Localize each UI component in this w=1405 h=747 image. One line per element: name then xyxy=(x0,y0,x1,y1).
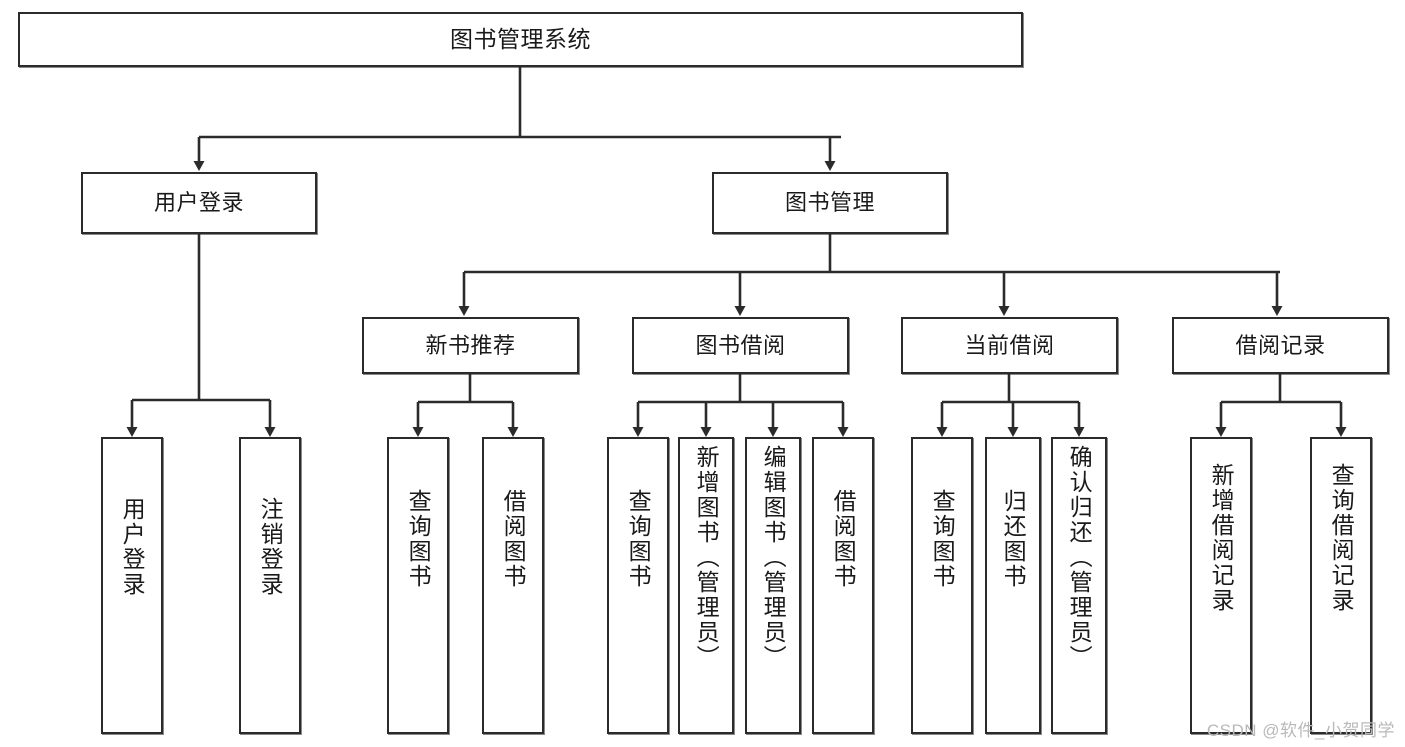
node-user-login[interactable]: 用户登录 xyxy=(81,172,317,234)
node-book-management[interactable]: 图书管理 xyxy=(712,172,948,234)
csdn-watermark: CSDN @软件_小贺同学 xyxy=(1206,721,1395,740)
node-root-label: 图书管理系统 xyxy=(450,26,591,53)
leaf-add-book-admin-label: 新增图书（管理员） xyxy=(693,445,720,670)
node-user-login-label: 用户登录 xyxy=(153,190,244,216)
node-current-borrow[interactable]: 当前借阅 xyxy=(901,317,1118,374)
leaf-return-book[interactable]: 归还图书 xyxy=(985,437,1041,734)
node-new-book-recommend-label: 新书推荐 xyxy=(425,332,516,358)
leaf-query-borrow-record-label: 查询借阅记录 xyxy=(1328,463,1355,613)
leaf-edit-book-admin-label: 编辑图书（管理员） xyxy=(760,445,787,670)
leaf-logout[interactable]: 注销登录 xyxy=(239,437,301,734)
node-book-borrow-label: 图书借阅 xyxy=(695,332,786,358)
leaf-query-borrow-record[interactable]: 查询借阅记录 xyxy=(1310,437,1372,734)
leaf-borrow-book-recommend[interactable]: 借阅图书 xyxy=(482,437,544,734)
leaf-edit-book-admin[interactable]: 编辑图书（管理员） xyxy=(745,437,801,734)
node-current-borrow-label: 当前借阅 xyxy=(964,332,1055,358)
node-book-borrow[interactable]: 图书借阅 xyxy=(632,317,849,374)
leaf-borrow-book[interactable]: 借阅图书 xyxy=(812,437,874,734)
node-borrow-records-label: 借阅记录 xyxy=(1235,332,1326,358)
node-book-management-label: 图书管理 xyxy=(784,190,875,216)
node-root[interactable]: 图书管理系统 xyxy=(18,12,1023,67)
leaf-confirm-return-admin[interactable]: 确认归还（管理员） xyxy=(1051,437,1107,734)
leaf-borrow-book-recommend-label: 借阅图书 xyxy=(500,489,527,589)
leaf-add-book-admin[interactable]: 新增图书（管理员） xyxy=(678,437,734,734)
leaf-add-borrow-record[interactable]: 新增借阅记录 xyxy=(1190,437,1252,734)
leaf-query-book-borrow[interactable]: 查询图书 xyxy=(607,437,669,734)
leaf-logout-label: 注销登录 xyxy=(257,497,284,597)
leaf-query-book-current[interactable]: 查询图书 xyxy=(911,437,973,734)
leaf-return-book-label: 归还图书 xyxy=(1000,489,1027,589)
leaf-query-book-recommend[interactable]: 查询图书 xyxy=(387,437,449,734)
leaf-query-book-recommend-label: 查询图书 xyxy=(405,489,432,589)
leaf-add-borrow-record-label: 新增借阅记录 xyxy=(1208,463,1235,613)
leaf-borrow-book-label: 借阅图书 xyxy=(830,489,857,589)
leaf-confirm-return-admin-label: 确认归还（管理员） xyxy=(1066,445,1093,670)
node-borrow-records[interactable]: 借阅记录 xyxy=(1172,317,1389,374)
leaf-query-book-current-label: 查询图书 xyxy=(929,489,956,589)
leaf-user-login[interactable]: 用户登录 xyxy=(101,437,163,734)
leaf-user-login-label: 用户登录 xyxy=(119,497,146,597)
node-new-book-recommend[interactable]: 新书推荐 xyxy=(362,317,579,374)
leaf-query-book-borrow-label: 查询图书 xyxy=(625,489,652,589)
